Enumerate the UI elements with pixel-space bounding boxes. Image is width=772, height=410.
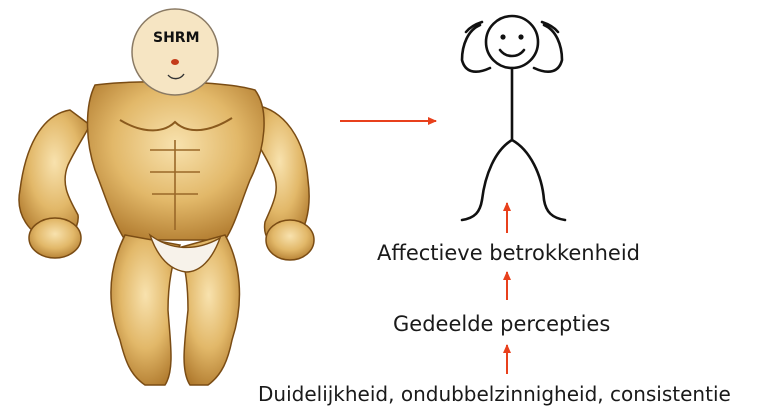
stick-figure-icon xyxy=(462,16,565,220)
head-badge: SHRM xyxy=(153,30,200,46)
level-label-affective: Affectieve betrokkenheid xyxy=(377,241,640,265)
level-label-shared-perceptions: Gedeelde percepties xyxy=(393,312,610,336)
smiley-head xyxy=(132,9,218,95)
level-label-clarity: Duidelijkheid, ondubbelzinnigheid, consi… xyxy=(258,382,731,406)
muscular-body-figure xyxy=(19,82,314,385)
